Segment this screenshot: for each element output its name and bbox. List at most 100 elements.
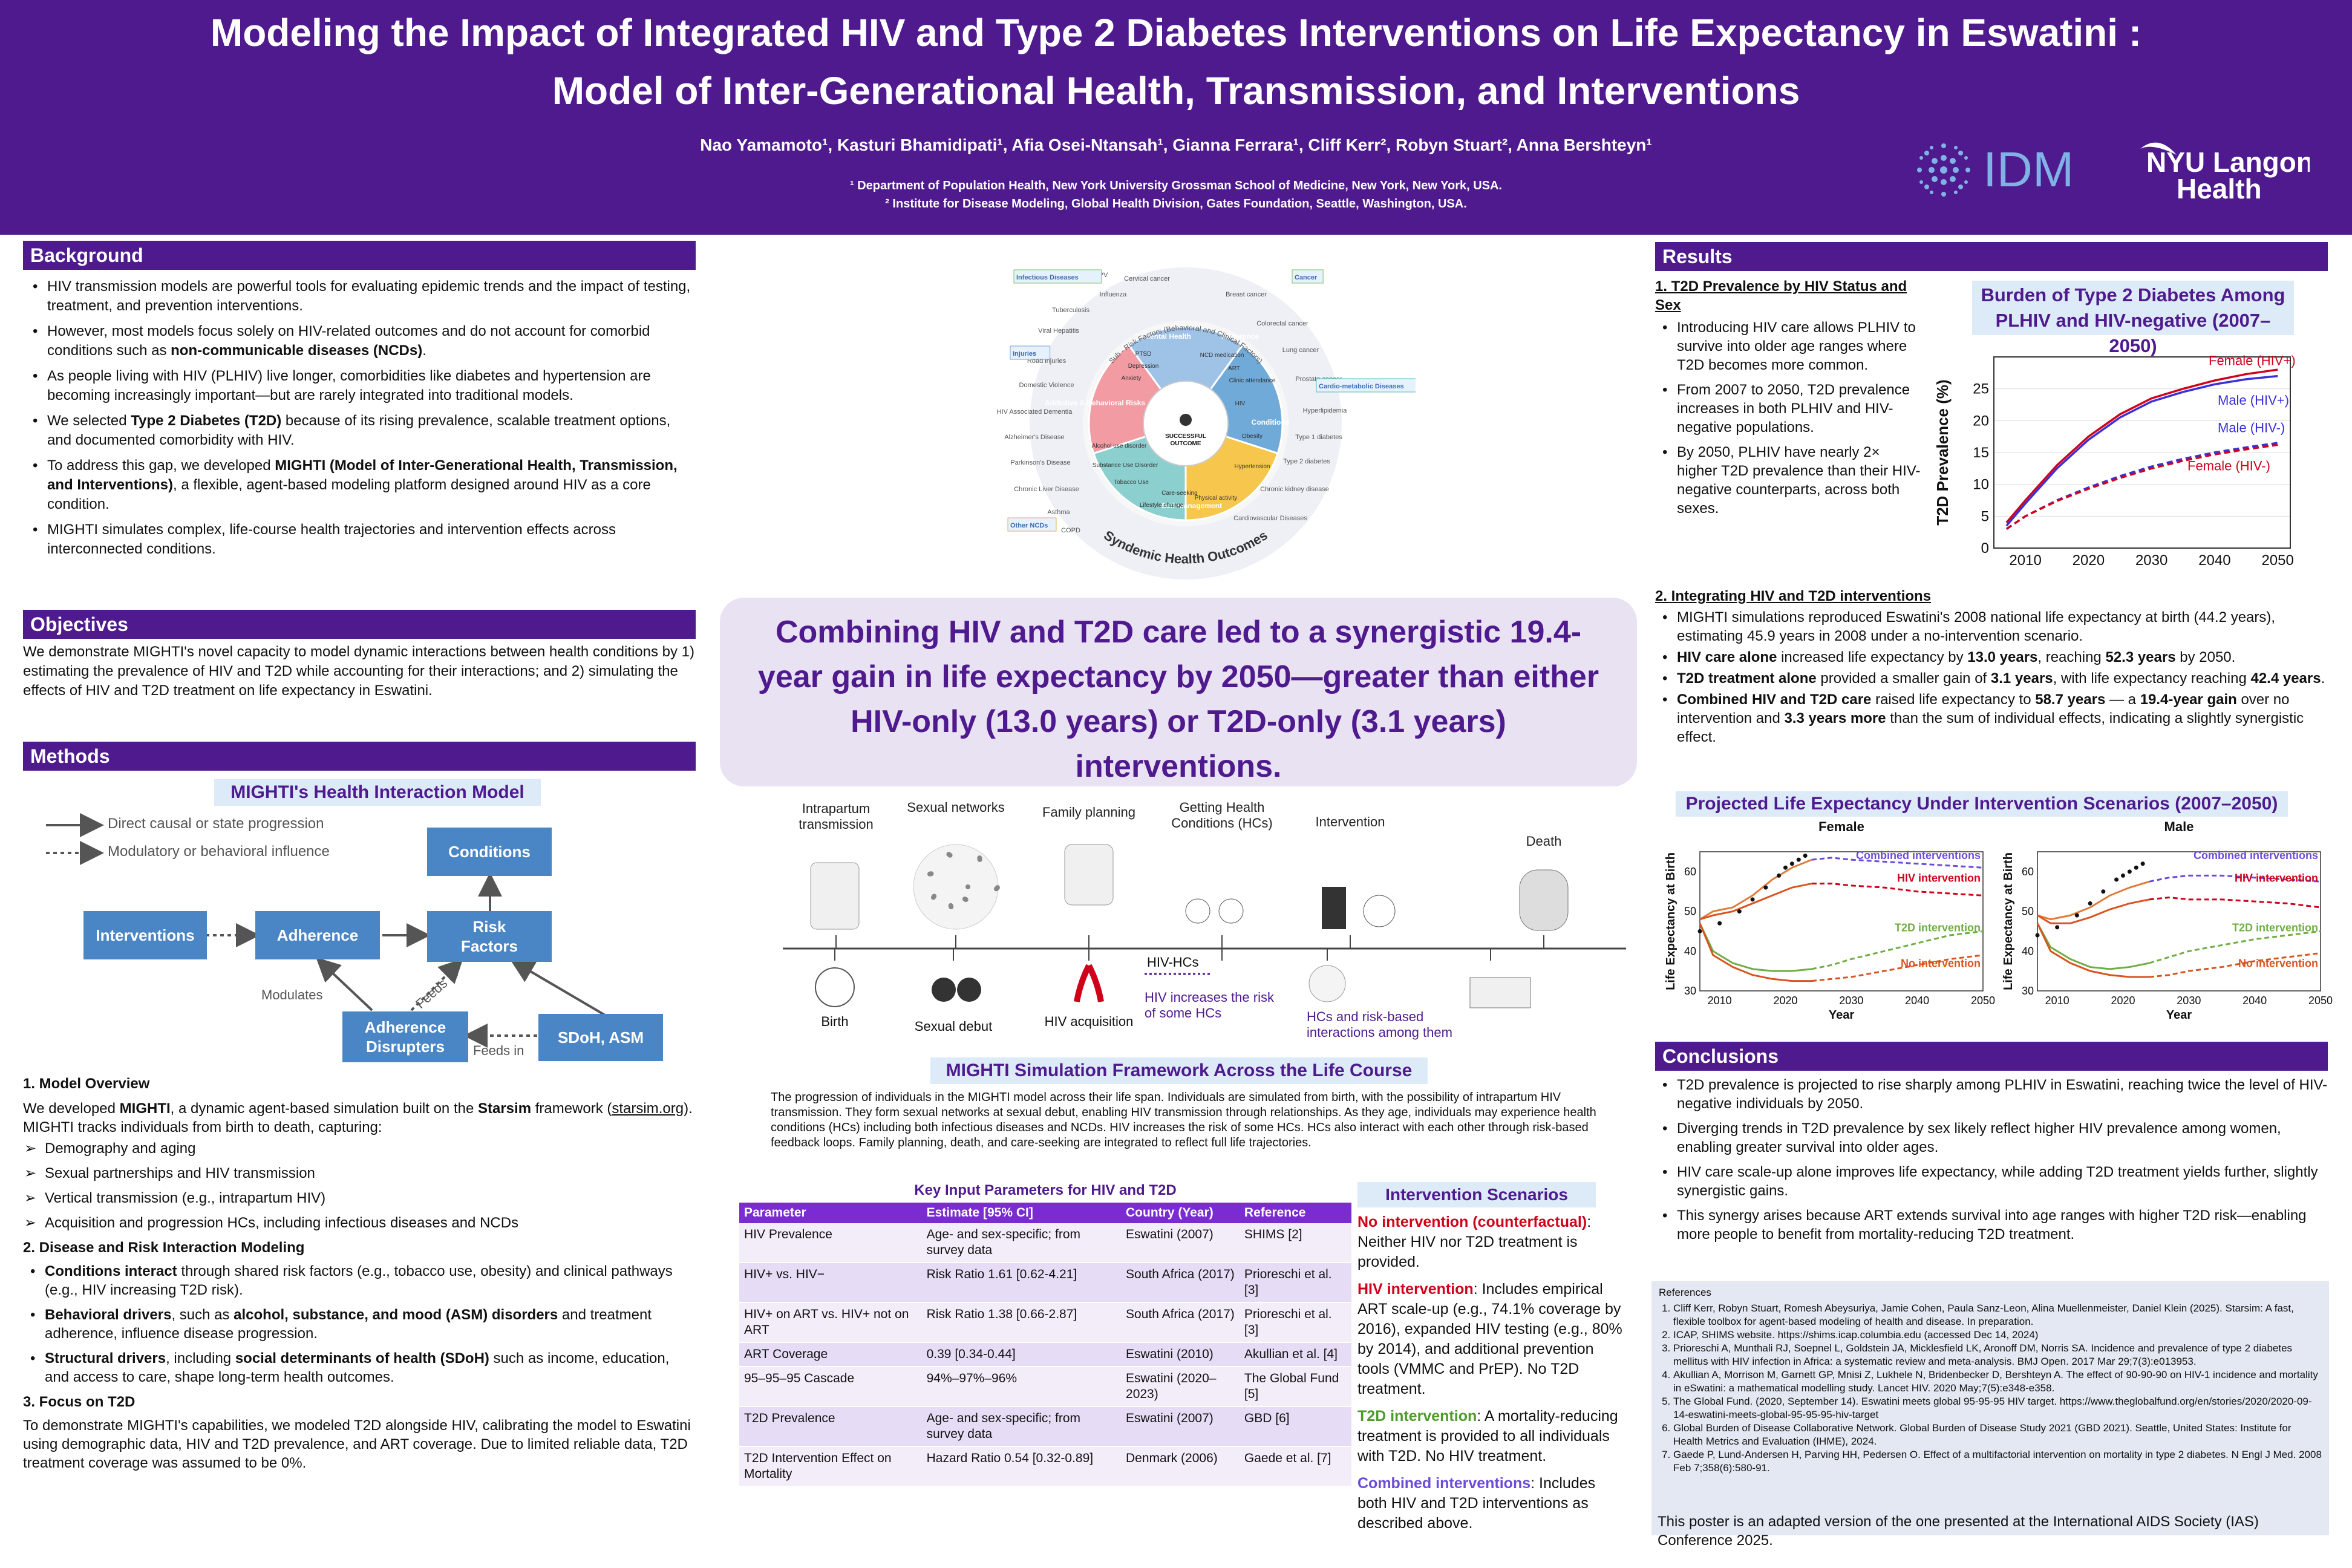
series-label: No intervention (2238, 958, 2318, 970)
wheel-outer-item: HIV Associated Dementia (997, 408, 1073, 416)
wheel-outer-item: Alzheimer's Disease (1004, 434, 1064, 441)
reference-item: Cliff Kerr, Robyn Stuart, Romesh Abeysur… (1673, 1302, 2322, 1328)
wheel-outer-item: Influenza (1100, 291, 1128, 298)
y-tick-label: 20 (1973, 413, 1989, 429)
series-line (1699, 883, 1812, 921)
sdoh-asm-box: SDoH, ASM (538, 1014, 663, 1061)
y-tick-label: 50 (2022, 906, 2034, 918)
wheel-inner-item: Obesity (1242, 433, 1263, 440)
series-label: Male (HIV+) (2218, 393, 2289, 408)
observed-point (1717, 921, 1722, 926)
params-cell: ART Coverage (739, 1342, 922, 1367)
affiliation-2: ² Institute for Disease Modeling, Global… (885, 197, 1467, 211)
y-tick-label: 60 (2022, 866, 2034, 878)
series-label: No intervention (1901, 958, 1981, 970)
observed-point (2114, 877, 2119, 882)
wheel-outer-item: Domestic Violence (1019, 382, 1074, 389)
affiliation-1: ¹ Department of Population Health, New Y… (849, 179, 1502, 192)
network-node (977, 857, 982, 862)
wheel-inner-item: ART (1228, 365, 1240, 372)
sexual-network-icon (913, 844, 999, 930)
series-line (2037, 898, 2150, 924)
params-cell: Prioreschi et al. [3] (1239, 1302, 1351, 1343)
y-tick-label: 10 (1973, 477, 1989, 493)
results-part1: 1. T2D Prevalence by HIV Status and Sex … (1655, 277, 1921, 524)
interventions-box: Interventions (83, 911, 207, 959)
series-label: Female (HIV+) (2209, 353, 2296, 368)
footer-note: This poster is an adapted version of the… (1658, 1514, 2259, 1549)
wheel-tag-box (1013, 269, 1102, 284)
params-cell: 94%–97%–96% (921, 1367, 1122, 1407)
birth-icon (815, 967, 855, 1007)
wheel-tag-box (1292, 269, 1324, 284)
x-tick-label: 2040 (2198, 552, 2230, 569)
wheel-center-label: OUTCOME (1170, 440, 1201, 447)
timeline-description: The progression of individuals in the MI… (771, 1091, 1596, 1149)
x-tick-label: 2050 (1971, 995, 1995, 1007)
y-tick-label: 40 (2022, 945, 2034, 957)
disease-risk-item: Structural drivers, including social det… (23, 1349, 696, 1387)
timeline-top-label: Getting Health (1180, 802, 1265, 815)
y-tick-label: 5 (1981, 508, 1989, 524)
params-cell: HIV+ vs. HIV− (739, 1263, 922, 1303)
background-bullet: However, most models focus solely on HIV… (25, 322, 696, 361)
wheel-inner-item: Depression (1128, 363, 1159, 370)
idm-logo-text: IDM (1983, 142, 2074, 197)
starsim-link[interactable]: starsim.org (612, 1100, 684, 1117)
params-cell: Eswatini (2007) (1121, 1406, 1240, 1447)
x-tick-label: 2030 (2135, 552, 2167, 569)
observed-point (1803, 854, 1808, 858)
series-line (1811, 857, 1984, 869)
disease-risk-list: Conditions interact through shared risk … (23, 1262, 696, 1387)
poster-header: Modeling the Impact of Integrated HIV an… (0, 0, 2352, 235)
x-tick-label: 2020 (2073, 552, 2105, 569)
model-overview-text: We developed MIGHTI, a dynamic agent-bas… (23, 1100, 693, 1135)
network-node (932, 893, 937, 899)
couple-icon (957, 978, 981, 1002)
wheel-sector-label: Conditions (1252, 418, 1290, 426)
references-list: Cliff Kerr, Robyn Stuart, Romesh Abeysur… (1659, 1302, 2322, 1475)
wheel-inner-item: Substance Use Disorder (1093, 462, 1158, 469)
conclusions-list: T2D prevalence is projected to rise shar… (1655, 1076, 2328, 1244)
results-1-title: 1. T2D Prevalence by HIV Status and Sex (1655, 278, 1907, 313)
timeline-top-label: Sexual networks (907, 802, 1004, 815)
wheel-tag-box (1010, 345, 1051, 360)
x-tick-label: 2050 (2261, 552, 2293, 569)
timeline-top-label: Intervention (1316, 814, 1385, 829)
y-tick-label: 30 (2022, 985, 2034, 997)
series-line (2149, 930, 2321, 964)
chart-subtitle: Male (2164, 819, 2194, 834)
params-cell: Eswatini (2007) (1121, 1223, 1240, 1263)
nyu-langone-logo: NYU Langone Health (2134, 137, 2329, 204)
wheel-outer-item: Cervical cancer (1124, 275, 1170, 283)
wheel-outer-item: COPD (1061, 527, 1080, 534)
focus-t2d-title: 3. Focus on T2D (23, 1394, 136, 1410)
y-axis-label: Life Expectancy at Birth (2002, 852, 2015, 990)
wheel-inner-item: Physical activity (1195, 495, 1238, 501)
x-tick-label: 2030 (1839, 995, 1863, 1007)
hospital-bed-icon (1469, 977, 1531, 1008)
conclusion-item: HIV care scale-up alone improves life ex… (1655, 1163, 2328, 1200)
tombstone-icon (1519, 869, 1569, 931)
wheel-outer-item: Viral Hepatitis (1038, 327, 1079, 335)
observed-point (2134, 865, 2138, 870)
disease-risk-item: Conditions interact through shared risk … (23, 1262, 696, 1299)
series-line (2005, 443, 2278, 530)
methods-heading: Methods (23, 742, 696, 771)
observed-point (2120, 873, 2125, 878)
adherence-box: Adherence (255, 911, 380, 959)
capture-item: Demography and aging (23, 1139, 696, 1158)
wheel-outer-item: Tuberculosis (1052, 307, 1089, 314)
network-node (962, 897, 967, 902)
wheel-inner-item: PTSD (1135, 351, 1152, 358)
results-2-item: Combined HIV and T2D care raised life ex… (1655, 690, 2328, 746)
wheel-sector-label: Self-management (1161, 501, 1222, 510)
wheel-outer-item: Chronic kidney disease (1260, 486, 1329, 493)
person-icon (1180, 414, 1192, 426)
scenario-t2d: T2D intervention: A mortality-reducing t… (1357, 1408, 1618, 1465)
x-tick-label: 2030 (2177, 995, 2201, 1007)
wheel-outer-item: Asthma (1047, 509, 1070, 516)
